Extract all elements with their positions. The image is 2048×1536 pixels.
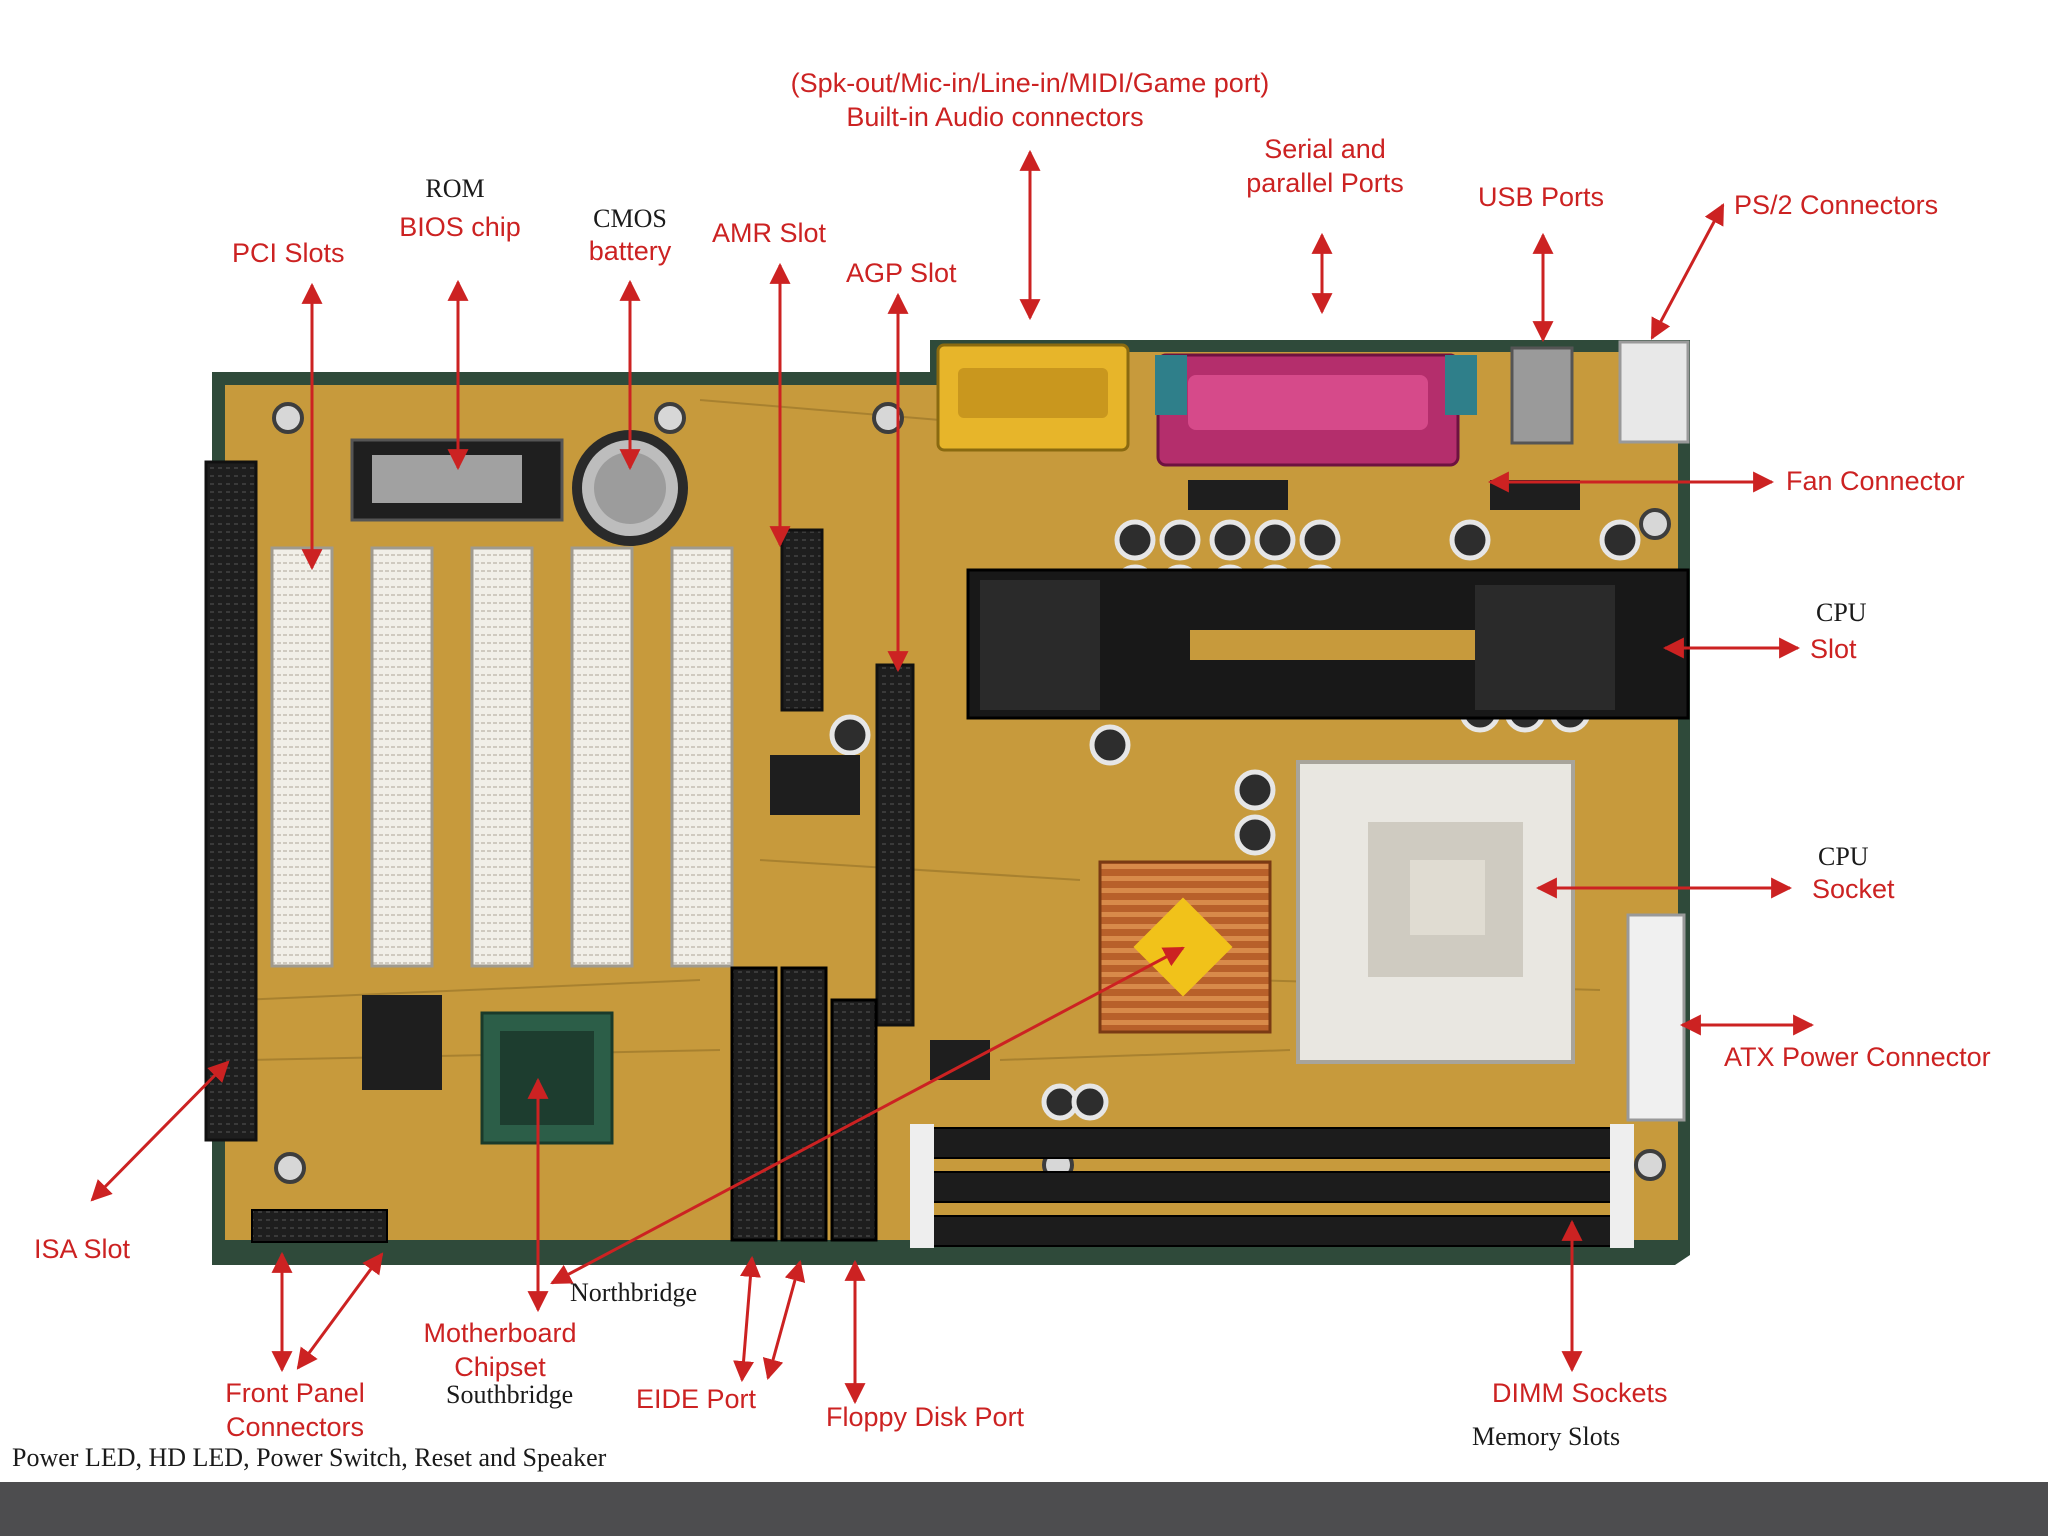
pci-slots-label: PCI Slots — [232, 238, 345, 268]
isa-slot — [204, 460, 258, 1142]
ps2-connectors-label: PS/2 Connectors — [1734, 190, 1939, 220]
cpu-slot-label-bottom: Slot — [1810, 634, 1857, 664]
serial-ports-label-line2: parallel Ports — [1246, 168, 1404, 198]
memory-slots-label: Memory Slots — [1472, 1422, 1621, 1451]
northbridge-label: Northbridge — [570, 1278, 698, 1307]
battery-label: battery — [588, 236, 672, 266]
northbridge-heatsink — [1098, 860, 1272, 1034]
annotation-arrows — [90, 149, 1815, 1405]
front-panel-description: Power LED, HD LED, Power Switch, Reset a… — [12, 1443, 607, 1472]
front-panel-header — [251, 1209, 388, 1243]
chipset-label-line1: Motherboard — [423, 1318, 577, 1348]
southbridge-label: Southbridge — [446, 1380, 574, 1409]
pci-slots — [270, 546, 734, 968]
southbridge-chip — [480, 1011, 614, 1145]
cpu-slot — [966, 568, 1690, 720]
front-panel-label-line1: Front Panel — [225, 1378, 365, 1408]
audio-ports-label: (Spk-out/Mic-in/Line-in/MIDI/Game port) — [790, 68, 1270, 98]
cmos-label: CMOS — [593, 204, 667, 233]
eide-port-label: EIDE Port — [636, 1384, 757, 1414]
serial-ports-label-line1: Serial and — [1264, 134, 1386, 164]
floppy-port-label: Floppy Disk Port — [826, 1402, 1025, 1432]
atx-power-label: ATX Power Connector — [1724, 1042, 1991, 1072]
chipset-label-line2: Chipset — [454, 1352, 546, 1382]
atx-power-connector — [1626, 913, 1686, 1122]
amr-slot-label: AMR Slot — [712, 218, 827, 248]
agp-slot-label: AGP Slot — [846, 258, 957, 288]
bottom-bar — [0, 1482, 2048, 1536]
rom-label: ROM — [425, 174, 485, 203]
bios-chip-label: BIOS chip — [399, 212, 521, 242]
isa-slot-label: ISA Slot — [34, 1234, 131, 1264]
cpu-socket — [1296, 760, 1575, 1064]
cpu-socket-label-top: CPU — [1818, 842, 1869, 871]
fan-connector-label: Fan Connector — [1786, 466, 1965, 496]
cpu-socket-label-bottom: Socket — [1812, 874, 1895, 904]
amr-slot — [780, 528, 824, 712]
cpu-slot-label-top: CPU — [1816, 598, 1867, 627]
usb-ports-label: USB Ports — [1478, 182, 1605, 212]
dimm-sockets — [910, 1124, 1634, 1248]
cmos-battery — [572, 430, 688, 546]
dimm-sockets-label: DIMM Sockets — [1492, 1378, 1668, 1408]
audio-connectors-label: Built-in Audio connectors — [846, 102, 1144, 132]
ide-floppy-ports — [730, 966, 878, 1242]
rear-io-ports — [936, 340, 1690, 467]
front-panel-label-line2: Connectors — [225, 1412, 365, 1442]
agp-slot — [875, 663, 915, 1027]
